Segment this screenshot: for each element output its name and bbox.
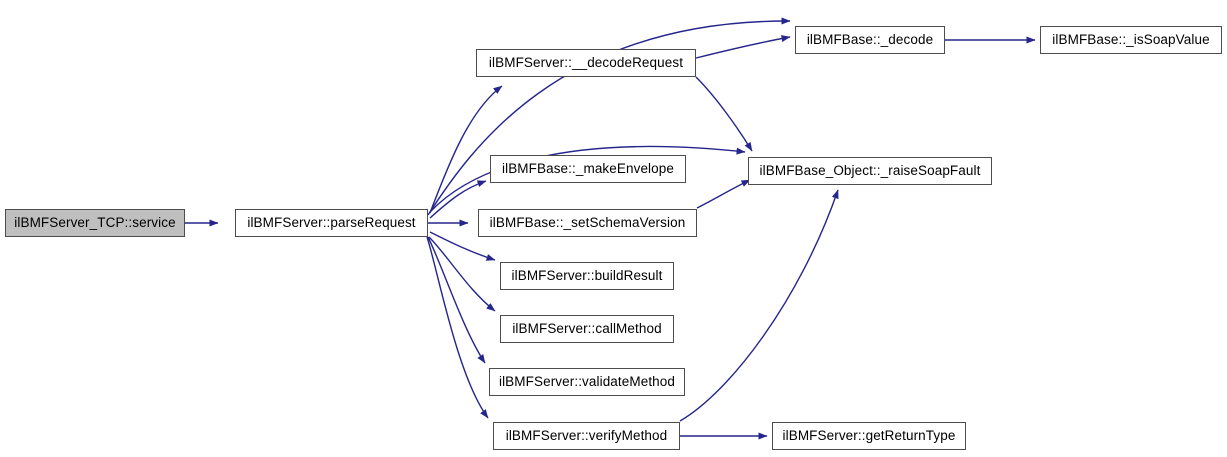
node-isSoapValue[interactable]: ilBMFBase::_isSoapValue <box>1040 26 1222 54</box>
node-parseRequest[interactable]: ilBMFServer::parseRequest <box>235 209 428 237</box>
node-label: ilBMFBase::_isSoapValue <box>1052 32 1210 48</box>
node-label: ilBMFServer::callMethod <box>512 321 662 337</box>
node-setSchemaVersion[interactable]: ilBMFBase::_setSchemaVersion <box>478 209 697 237</box>
node-callMethod[interactable]: ilBMFServer::callMethod <box>500 315 674 343</box>
node-label: ilBMFServer::buildResult <box>511 268 663 284</box>
node-raiseSoapFault[interactable]: ilBMFBase_Object::_raiseSoapFault <box>748 157 992 185</box>
node-label: ilBMFServer::validateMethod <box>498 374 676 390</box>
node-decode[interactable]: ilBMFBase::_decode <box>795 26 945 54</box>
edge-setSchemaVersion-to-raiseSoapFault <box>696 179 751 209</box>
edge-decodeRequest-to-raiseSoapFault <box>695 76 753 152</box>
edge-decodeRequest-to-decode <box>695 35 791 59</box>
edge-parseRequest-to-decodeRequest <box>429 85 503 214</box>
node-label: ilBMFServer::getReturnType <box>782 428 956 444</box>
node-getReturnType[interactable]: ilBMFServer::getReturnType <box>772 422 966 450</box>
node-validateMethod[interactable]: ilBMFServer::validateMethod <box>489 368 685 396</box>
edge-parseRequest-to-validateMethod <box>427 236 486 364</box>
node-label: ilBMFBase::_setSchemaVersion <box>489 215 686 231</box>
node-service[interactable]: ilBMFServer_TCP::service <box>5 209 185 237</box>
node-label: ilBMFServer_TCP::service <box>14 215 176 231</box>
node-verifyMethod[interactable]: ilBMFServer::verifyMethod <box>493 422 680 450</box>
node-label: ilBMFBase::_decode <box>806 32 934 48</box>
edge-parseRequest-to-verifyMethod <box>426 236 489 419</box>
node-decodeRequest[interactable]: ilBMFServer::__decodeRequest <box>476 49 696 77</box>
edge-parseRequest-to-callMethod <box>428 236 496 312</box>
node-label: ilBMFServer::parseRequest <box>247 215 416 231</box>
node-makeEnvelope[interactable]: ilBMFBase::_makeEnvelope <box>490 155 686 183</box>
node-label: ilBMFServer::__decodeRequest <box>488 55 684 71</box>
edge-verifyMethod-to-raiseSoapFault <box>679 189 839 422</box>
node-label: ilBMFServer::verifyMethod <box>505 428 668 444</box>
node-buildResult[interactable]: ilBMFServer::buildResult <box>500 262 674 290</box>
node-label: ilBMFBase::_makeEnvelope <box>502 161 674 177</box>
node-label: ilBMFBase_Object::_raiseSoapFault <box>759 163 981 179</box>
